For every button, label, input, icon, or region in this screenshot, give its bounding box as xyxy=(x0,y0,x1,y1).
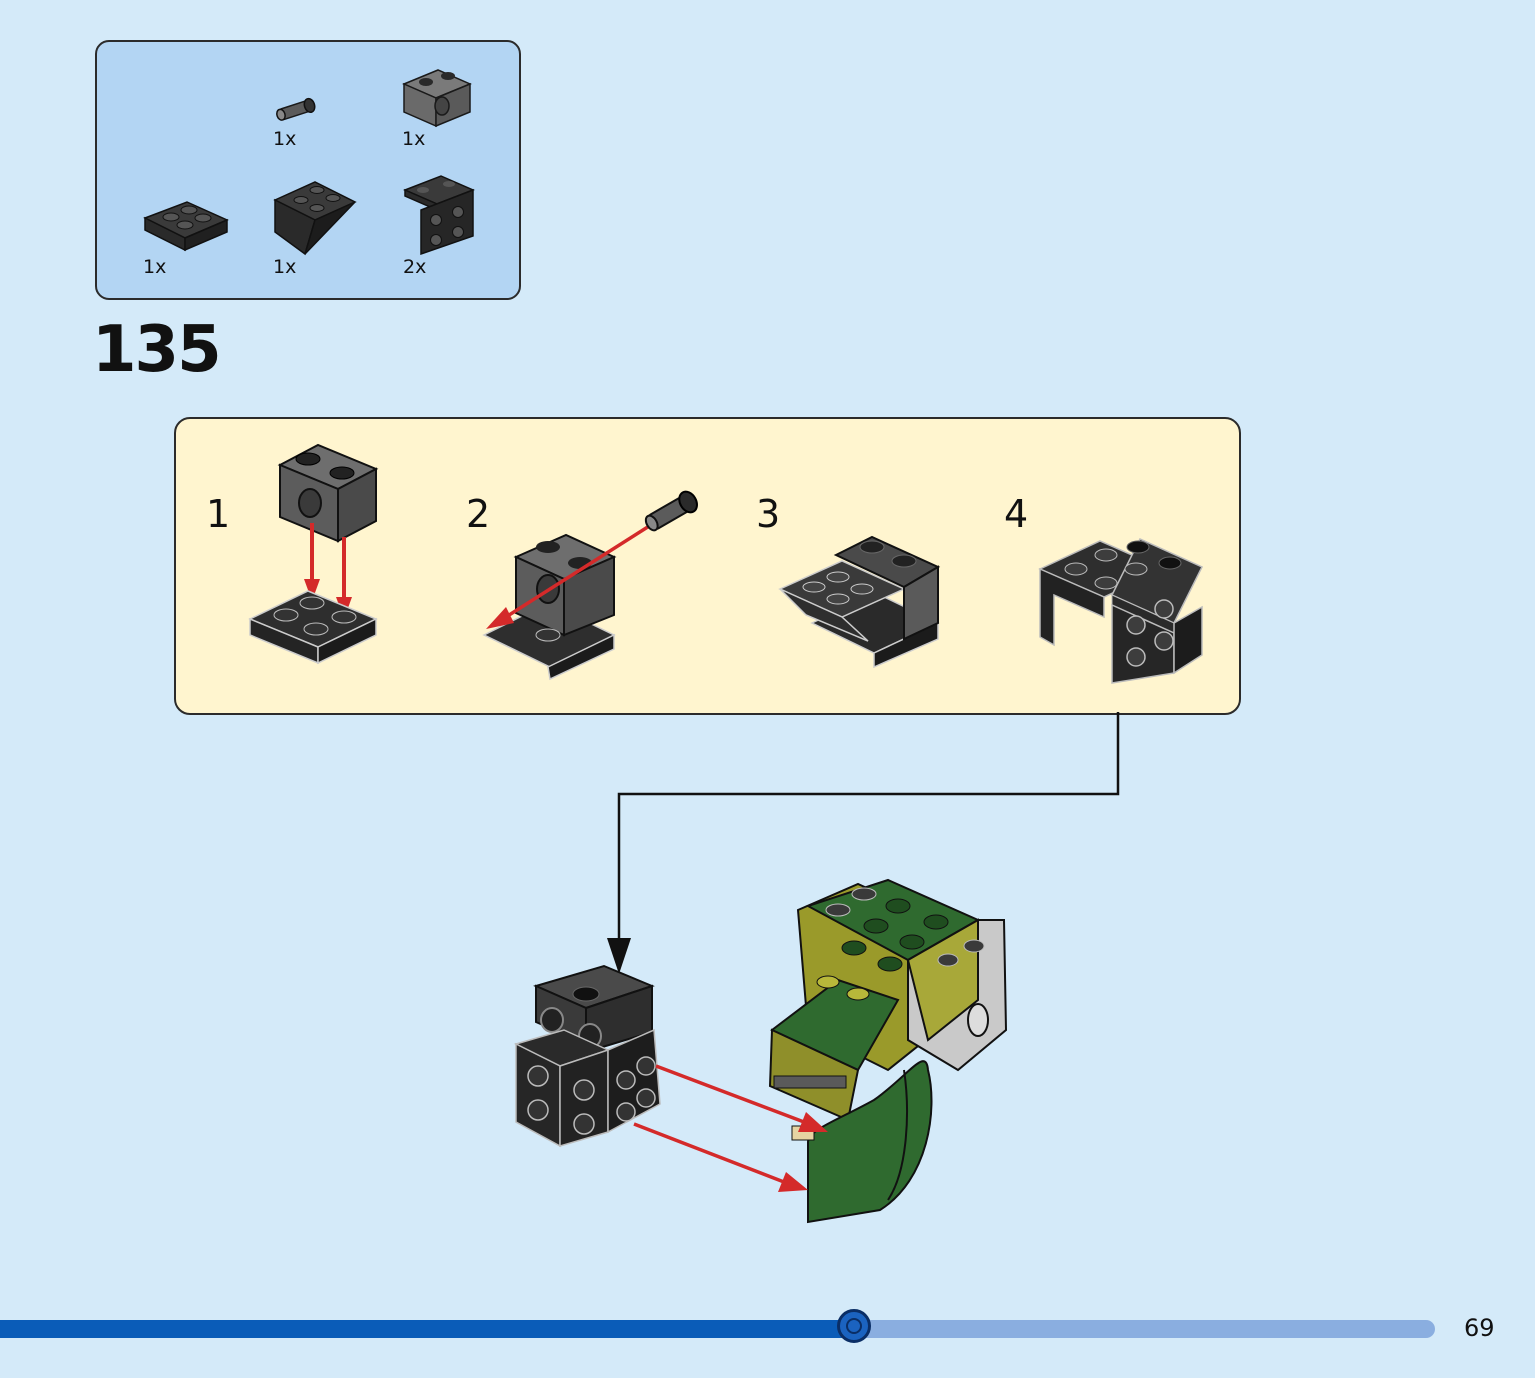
substep-4-illustration xyxy=(1038,538,1204,684)
red-arrow xyxy=(633,1064,828,1192)
substep-2-illustration xyxy=(482,490,698,681)
red-arrow xyxy=(486,521,655,629)
main-assembly-illustration xyxy=(513,878,1008,1224)
plate-2x2-icon xyxy=(143,201,229,252)
progress-knob xyxy=(837,1309,871,1343)
part-qty: 1x xyxy=(273,128,297,150)
substep-number: 2 xyxy=(466,492,491,536)
page-number: 69 xyxy=(1464,1314,1495,1342)
inverted-slope-icon xyxy=(273,181,357,256)
part-qty: 1x xyxy=(273,256,297,278)
part-qty: 1x xyxy=(402,128,426,150)
substep-number: 1 xyxy=(206,492,231,536)
progress-fill xyxy=(0,1320,854,1338)
substep-number: 3 xyxy=(756,492,781,536)
parts-list-box: 1x 1x 1x 1x xyxy=(95,40,521,300)
pin-connector-icon xyxy=(276,97,316,121)
substep-number: 4 xyxy=(1004,492,1029,536)
model-head xyxy=(768,878,1008,1224)
sub-assembly-box: 1 2 3 4 xyxy=(174,417,1241,715)
substep-1-illustration xyxy=(248,443,379,665)
substep-3-illustration xyxy=(778,535,941,669)
part-qty: 1x xyxy=(143,256,167,278)
bracket-icon xyxy=(403,175,475,256)
step-number: 135 xyxy=(92,313,222,387)
connector-line xyxy=(607,712,1120,974)
sub-assembly-block xyxy=(513,964,661,1148)
technic-brick-icon xyxy=(402,69,472,128)
part-qty: 2x xyxy=(403,256,427,278)
